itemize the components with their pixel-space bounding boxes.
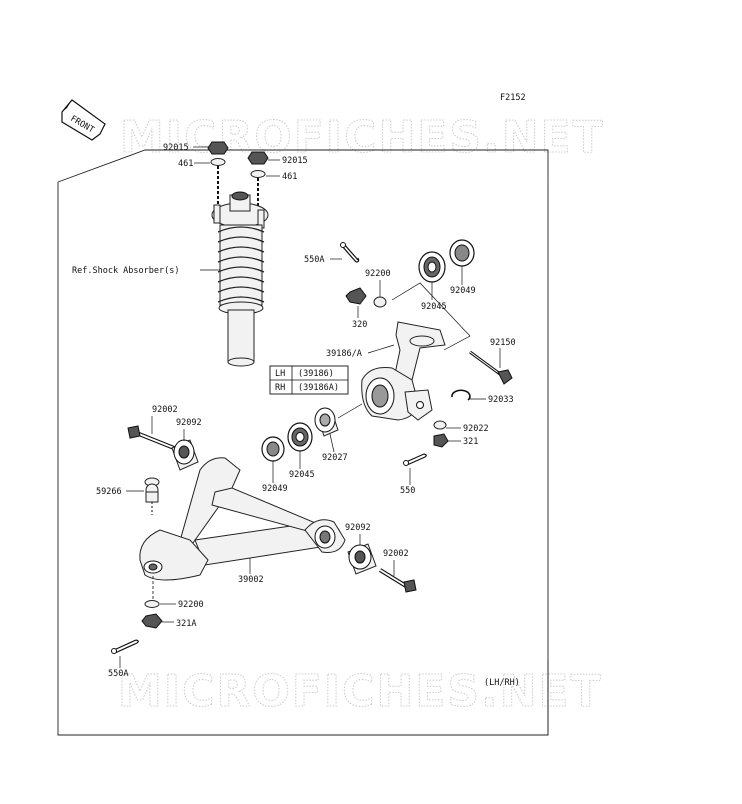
label-92015-left: 92015 bbox=[163, 143, 189, 153]
seal-92049-bottom bbox=[261, 436, 285, 462]
label-92002-right: 92002 bbox=[383, 549, 409, 559]
knuckle-39186 bbox=[361, 321, 446, 421]
seal-92049-top bbox=[449, 239, 475, 267]
label-321: 321 bbox=[463, 437, 478, 447]
label-320: 320 bbox=[352, 320, 367, 330]
label-92092-left: 92092 bbox=[176, 418, 202, 428]
label-92033: 92033 bbox=[488, 395, 514, 405]
label-461-left: 461 bbox=[178, 159, 193, 169]
watermark-bottom: MICROFICHES.NET bbox=[118, 666, 603, 717]
label-92002-left: 92002 bbox=[152, 405, 178, 415]
label-59266: 59266 bbox=[96, 487, 122, 497]
cotter-pin-550 bbox=[403, 453, 427, 466]
bushing-92092-left bbox=[171, 439, 199, 471]
label-92200-bottom: 92200 bbox=[178, 600, 204, 610]
label-92015-right: 92015 bbox=[282, 156, 308, 166]
bolt-92002-right bbox=[378, 568, 417, 593]
spacer-92027 bbox=[314, 407, 339, 437]
variant-note: (LH/RH) bbox=[484, 678, 520, 688]
cotter-pin-550A-bottom bbox=[111, 639, 139, 654]
watermark-top: MICROFICHES.NET bbox=[120, 112, 605, 163]
side-table-row-0-part: (39186) bbox=[298, 369, 334, 379]
side-table-row-1-part: (39186A) bbox=[298, 383, 339, 393]
label-39186A: 39186/A bbox=[326, 349, 362, 359]
label-92045-bottom: 92045 bbox=[289, 470, 315, 480]
bearing-92045-bottom bbox=[287, 422, 313, 452]
shock-absorber bbox=[207, 141, 269, 367]
label-321A: 321A bbox=[176, 619, 196, 629]
label-92027: 92027 bbox=[322, 453, 348, 463]
ball-joint-59266 bbox=[144, 477, 160, 515]
side-table-row-0-side: LH bbox=[275, 369, 285, 379]
cotter-pin-550A-top bbox=[340, 242, 360, 263]
label-550: 550 bbox=[400, 486, 415, 496]
side-table-row-1-side: RH bbox=[275, 383, 285, 393]
label-461-right: 461 bbox=[282, 172, 297, 182]
figure-code: F2152 bbox=[500, 93, 526, 103]
label-550A-top: 550A bbox=[304, 255, 324, 265]
label-550A-bottom: 550A bbox=[108, 669, 128, 679]
a-arm-39002 bbox=[139, 457, 346, 581]
bushing-92092-right bbox=[347, 543, 377, 575]
label-92045-top: 92045 bbox=[421, 302, 447, 312]
label-92049-bottom: 92049 bbox=[262, 484, 288, 494]
front-arrow-icon: FRONT bbox=[61, 99, 106, 141]
label-92049-top: 92049 bbox=[450, 286, 476, 296]
label-39002: 39002 bbox=[238, 575, 264, 585]
side-table: LH (39186) RH (39186A) bbox=[269, 365, 349, 395]
label-92092-right: 92092 bbox=[345, 523, 371, 533]
label-92022: 92022 bbox=[463, 424, 489, 434]
label-shock-ref: Ref.Shock Absorber(s) bbox=[72, 266, 179, 276]
label-92150: 92150 bbox=[490, 338, 516, 348]
bearing-92045-top bbox=[418, 251, 446, 283]
bolt-92002-left bbox=[127, 425, 175, 450]
bolt-92150 bbox=[469, 350, 513, 385]
label-92200-top: 92200 bbox=[365, 269, 391, 279]
